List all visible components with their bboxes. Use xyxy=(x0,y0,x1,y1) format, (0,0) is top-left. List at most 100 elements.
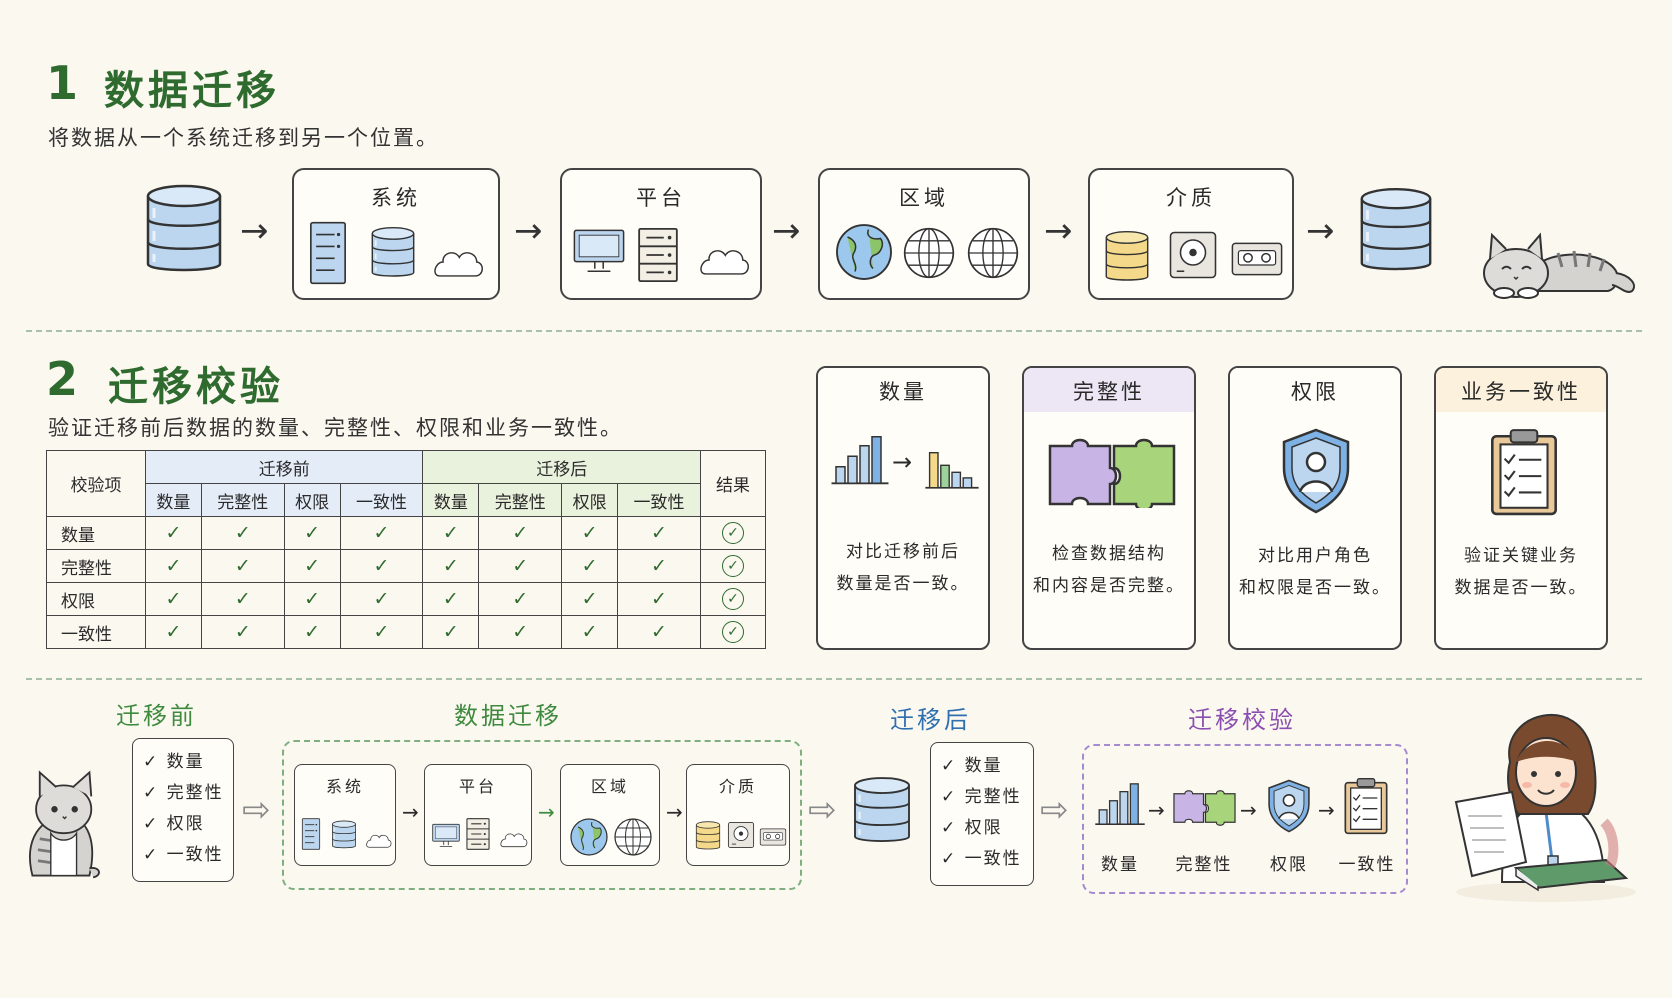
row-label: 完整性 xyxy=(46,549,146,583)
check-icon: ✓ xyxy=(339,615,424,649)
check-icon: ✓ xyxy=(143,783,160,803)
server-icon xyxy=(301,815,321,853)
section2-number: 2 xyxy=(46,352,79,406)
table-row: 完整性 ✓✓✓✓ ✓✓✓✓ ✓ xyxy=(46,549,766,583)
mini-stage-system: 系统 xyxy=(294,764,396,866)
check-icon: ✓ xyxy=(478,615,563,649)
stage-box-platform: 平台 xyxy=(560,168,762,300)
after-checklist: ✓ 数量 ✓ 完整性 ✓ 权限 ✓ 一致性 xyxy=(930,742,1034,886)
list-item: ✓ 完整性 xyxy=(941,787,1022,807)
check-icon: ✓ xyxy=(561,549,619,583)
database-yellow-icon xyxy=(695,819,721,853)
section-divider xyxy=(26,330,1642,332)
check-icon: ✓ xyxy=(145,516,202,550)
cloud-icon xyxy=(694,242,752,278)
mini-stage-region: 区域 xyxy=(560,764,660,866)
arrow-icon: → xyxy=(538,800,555,824)
server-rack-icon xyxy=(636,226,680,284)
verify-caption: 权限 xyxy=(1270,855,1308,875)
card-title: 完整性 xyxy=(1024,368,1194,412)
stage-label: 平台 xyxy=(458,777,497,796)
check-icon: ✓ xyxy=(422,582,480,616)
list-item: ✓ 数量 xyxy=(143,752,205,772)
database-icon xyxy=(1358,182,1434,280)
check-icon: ✓ xyxy=(422,615,480,649)
arrow-icon: → xyxy=(1306,211,1335,251)
arrow-icon: → xyxy=(1240,798,1257,822)
list-item: ✓ 数量 xyxy=(941,756,1003,776)
check-icon: ✓ xyxy=(339,516,424,550)
database-icon xyxy=(370,224,416,282)
shield-user-icon xyxy=(1276,426,1356,516)
check-circle-icon: ✓ xyxy=(722,621,744,643)
mini-stage-media: 介质 xyxy=(686,764,790,866)
database-icon xyxy=(144,180,224,280)
check-icon: ✓ xyxy=(941,818,958,838)
clipboard-checklist-icon xyxy=(1342,776,1390,836)
database-icon xyxy=(331,819,357,851)
arrow-icon: → xyxy=(892,448,913,476)
group-header-before: 迁移前 xyxy=(144,450,424,484)
check-icon: ✓ xyxy=(478,516,563,550)
server-rack-icon xyxy=(465,817,491,851)
subcol-header: 一致性 xyxy=(339,483,424,517)
subcol-header: 权限 xyxy=(561,483,619,517)
stage-label: 介质 xyxy=(1166,186,1216,210)
section1-title: 数据迁移 xyxy=(104,68,280,114)
cat-sitting-illustration xyxy=(14,768,106,880)
check-icon: ✓ xyxy=(143,814,160,834)
list-item: ✓ 完整性 xyxy=(143,783,224,803)
table-row: 一致性 ✓✓✓✓ ✓✓✓✓ ✓ xyxy=(46,615,766,649)
verify-caption: 数量 xyxy=(1101,855,1139,875)
stage-box-system: 系统 xyxy=(292,168,500,300)
database-icon xyxy=(852,766,912,856)
arrow-icon: → xyxy=(772,211,801,251)
arrow-icon: → xyxy=(402,800,419,824)
verify-caption: 一致性 xyxy=(1338,855,1396,875)
list-item: ✓ 权限 xyxy=(941,818,1003,838)
card-title: 权限 xyxy=(1230,368,1400,412)
check-icon: ✓ xyxy=(143,752,160,772)
cloud-icon xyxy=(428,244,486,280)
stage-label: 区域 xyxy=(899,186,949,210)
check-icon: ✓ xyxy=(339,582,424,616)
row-label: 一致性 xyxy=(46,615,146,649)
check-icon: ✓ xyxy=(283,582,341,616)
check-circle-icon: ✓ xyxy=(722,522,744,544)
check-icon: ✓ xyxy=(422,516,480,550)
cloud-icon xyxy=(497,829,529,849)
check-icon: ✓ xyxy=(422,549,480,583)
check-icon: ✓ xyxy=(145,582,202,616)
check-icon: ✓ xyxy=(145,549,202,583)
tape-icon xyxy=(759,827,787,847)
hard-disk-icon xyxy=(727,819,755,851)
card-quantity: 数量 → 对比迁移前后 数量是否一致。 xyxy=(816,366,990,650)
check-icon: ✓ xyxy=(478,582,563,616)
stage-label: 系统 xyxy=(371,186,421,210)
big-arrow-icon: ⇨ xyxy=(808,790,837,830)
subcol-header: 数量 xyxy=(145,483,202,517)
card-desc-line: 数量是否一致。 xyxy=(836,574,970,594)
subcol-header: 一致性 xyxy=(617,483,701,517)
monitor-icon xyxy=(431,823,461,849)
cloud-icon xyxy=(363,831,393,849)
migration-group xyxy=(282,740,802,890)
puzzle-icon xyxy=(1172,782,1236,832)
phase-label-before: 迁移前 xyxy=(116,702,197,730)
cat-lying-illustration xyxy=(1470,220,1640,302)
check-icon: ✓ xyxy=(941,756,958,776)
section-divider xyxy=(26,678,1642,680)
row-label: 权限 xyxy=(46,582,146,616)
phase-label-verify: 迁移校验 xyxy=(1188,706,1296,734)
card-integrity: 完整性 检查数据结构 和内容是否完整。 xyxy=(1022,366,1196,650)
card-title: 数量 xyxy=(818,368,988,412)
stage-box-media: 介质 xyxy=(1088,168,1294,300)
check-circle-icon: ✓ xyxy=(722,588,744,610)
verification-table: 校验项 迁移前 迁移后 结果 数量 完整性 权限 一致性 数量 完整性 权限 一… xyxy=(46,450,766,649)
globe-icon xyxy=(613,817,653,857)
big-arrow-icon: ⇨ xyxy=(1040,790,1069,830)
big-arrow-icon: ⇨ xyxy=(242,790,271,830)
bar-chart-icon xyxy=(1094,776,1146,832)
globe-icon xyxy=(966,226,1020,280)
check-icon: ✓ xyxy=(941,849,958,869)
